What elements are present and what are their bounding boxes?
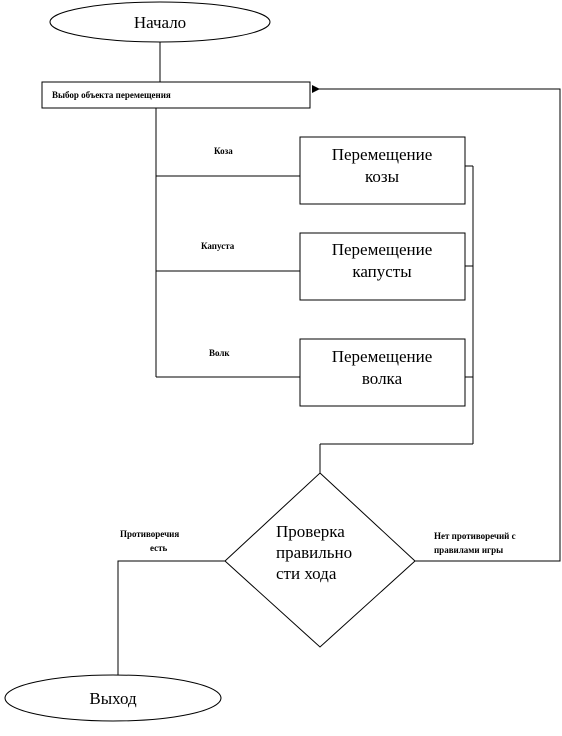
exit-node: Выход xyxy=(4,674,222,722)
move-cabbage-line2: капусты xyxy=(352,262,412,281)
edge-label-contradiction-line1: Противоречия xyxy=(120,529,179,539)
move-wolf-line1: Перемещение xyxy=(332,347,433,366)
check-line3: сти хода xyxy=(276,564,337,583)
edge-label-cabbage: Капуста xyxy=(201,241,235,251)
start-node: Начало xyxy=(49,1,271,43)
edge-label-no-contradiction-line1: Нет противоречий с xyxy=(434,531,516,541)
edge-label-goat: Коза xyxy=(214,146,233,156)
edge-label-no-contradiction-line2: правилами игры xyxy=(434,545,503,555)
move-wolf-box: Перемещение волка xyxy=(299,338,466,407)
edge-label-wolf: Волк xyxy=(209,348,230,358)
connectors xyxy=(117,42,561,676)
select-object-label: Выбор объекта перемещения xyxy=(52,90,171,100)
check-move-decision: Проверка правильно сти хода xyxy=(224,472,416,648)
move-goat-line2: козы xyxy=(365,167,400,186)
move-goat-line1: Перемещение xyxy=(332,145,433,164)
check-line2: правильно xyxy=(276,543,352,562)
edge-label-contradiction-line2: есть xyxy=(150,543,168,553)
check-line1: Проверка xyxy=(276,522,345,541)
exit-label: Выход xyxy=(89,689,137,708)
move-cabbage-box: Перемещение капусты xyxy=(299,232,466,301)
start-label: Начало xyxy=(134,13,186,32)
connector-to-exit xyxy=(117,560,225,676)
move-wolf-line2: волка xyxy=(362,369,403,388)
connector-loop-back xyxy=(312,85,561,562)
move-cabbage-line1: Перемещение xyxy=(332,240,433,259)
select-object-box: Выбор объекта перемещения xyxy=(41,81,311,109)
move-goat-box: Перемещение козы xyxy=(299,136,466,205)
